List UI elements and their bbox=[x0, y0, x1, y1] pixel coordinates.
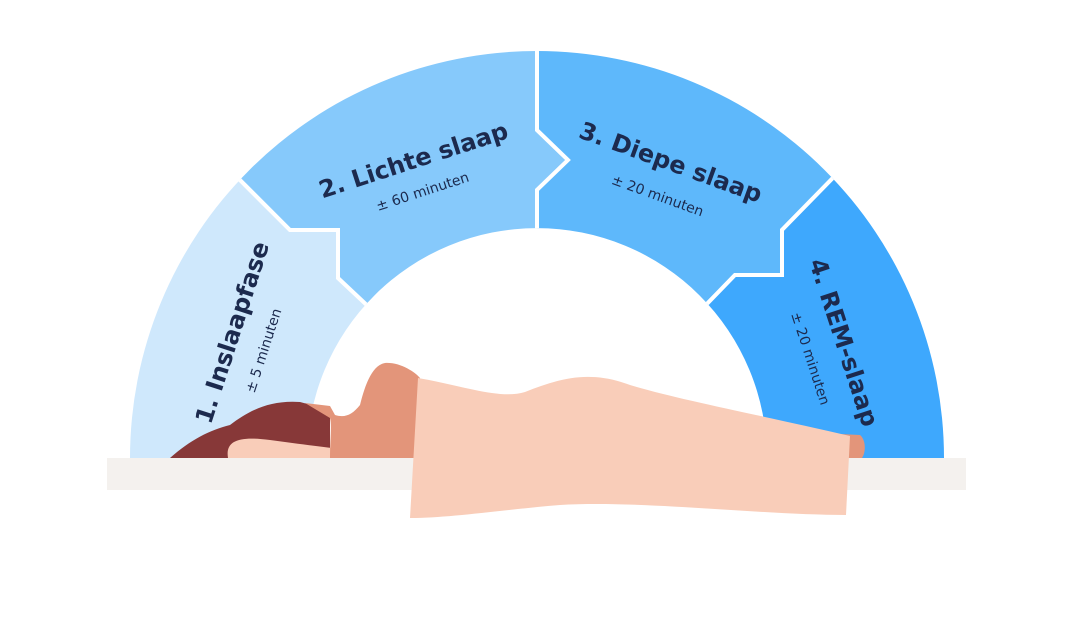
blanket bbox=[410, 376, 850, 518]
pillow bbox=[227, 438, 352, 458]
head bbox=[305, 362, 425, 458]
sleeping-person-illustration bbox=[107, 362, 966, 518]
